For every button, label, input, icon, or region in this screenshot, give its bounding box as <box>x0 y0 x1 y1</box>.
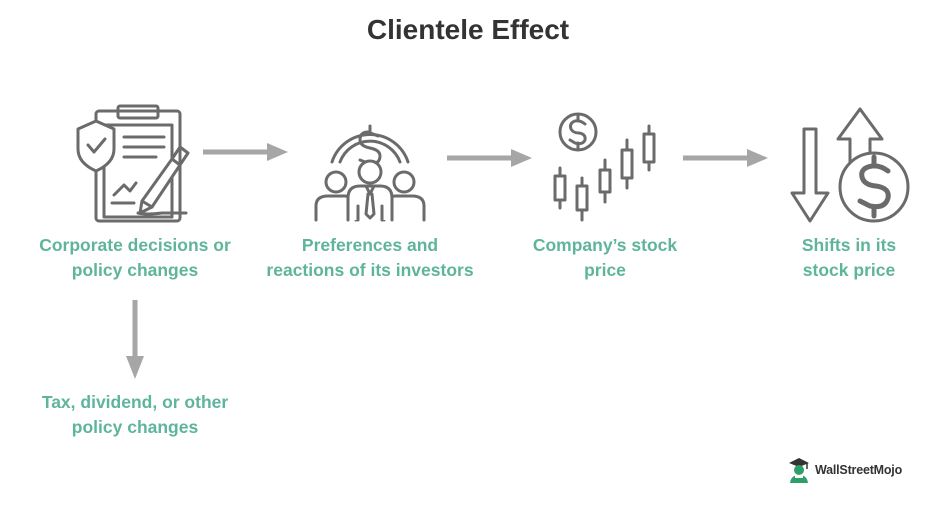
arrow-step1-to-step2 <box>203 143 288 161</box>
brand-name: WallStreetMojo <box>815 463 903 477</box>
stock-candlestick-icon <box>553 112 656 222</box>
brand-logo: WallStreetMojo <box>787 456 902 484</box>
step-1-label: Corporate decisions or policy changes <box>39 235 231 280</box>
arrow-step1-down <box>126 300 144 379</box>
mascot-logo-icon <box>789 458 809 483</box>
investors-icon <box>314 124 426 222</box>
arrow-step2-to-step3 <box>447 149 532 167</box>
arrow-step3-to-step4 <box>683 149 768 167</box>
step-4-label: Shifts in its stock price <box>801 235 897 280</box>
diagram-title: Clientele Effect <box>366 14 570 45</box>
step-3-label: Company’s stock price <box>532 235 678 280</box>
step-2-label: Preferences and reactions of its investo… <box>266 235 474 280</box>
price-shift-icon <box>790 107 910 223</box>
policy-document-icon <box>76 104 190 223</box>
branch-label: Tax, dividend, or other policy changes <box>41 392 229 437</box>
